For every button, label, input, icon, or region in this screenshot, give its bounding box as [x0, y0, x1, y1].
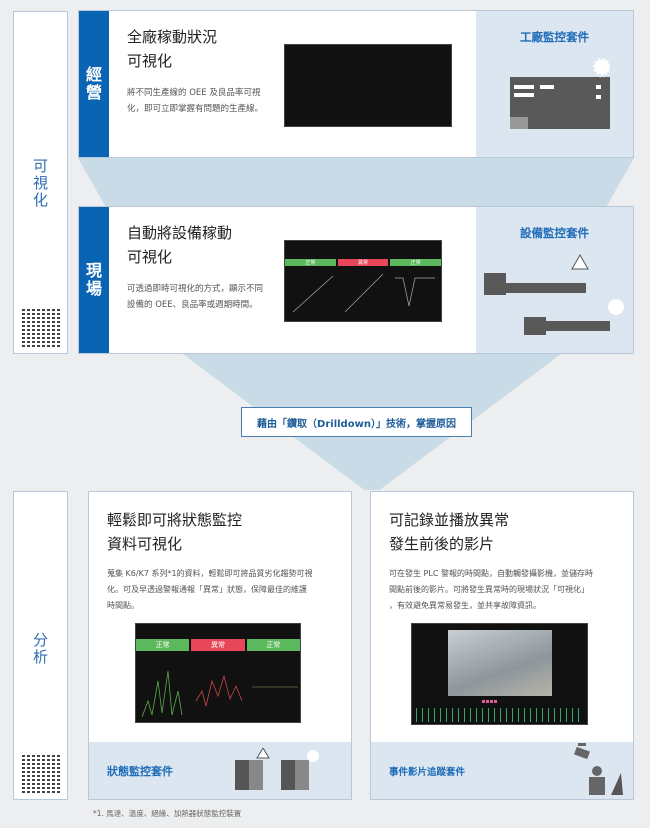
equipment-kit-panel[interactable]: 設備監控套件 — [476, 207, 633, 353]
field-card: 現場 自動將設備稼動 可視化 可透過即時可視化的方式，顯示不同 設備的 OEE、… — [78, 206, 634, 354]
playback-markers[interactable] — [482, 700, 498, 703]
drilldown-label: 藉由「鑽取（Drilldown）」技術，掌握原因 — [241, 407, 472, 437]
video-player-screenshot — [411, 623, 588, 725]
analysis-label: 分析 — [32, 631, 48, 666]
event-timeline[interactable] — [416, 708, 583, 722]
state-charts — [141, 670, 298, 718]
field-tag: 現場 — [79, 207, 109, 353]
state-kit-panel[interactable]: 狀態監控套件 — [89, 742, 351, 799]
factory-icon — [509, 56, 612, 129]
management-card: 經營 全廠稼動狀況 可視化 將不同生產線的 OEE 及良品率可視 化，即可立即掌… — [78, 10, 634, 158]
footnote: *1. 馬達、溫度、絕緣、加熱器狀態監控裝置 — [93, 809, 242, 818]
qr-code[interactable] — [22, 753, 62, 793]
factory-video-frame[interactable] — [448, 630, 552, 696]
qr-code[interactable] — [22, 307, 62, 347]
robot-line-icon — [483, 253, 624, 339]
card-title: 全廠稼動狀況 — [127, 28, 218, 46]
state-monitoring-card: 輕鬆即可將狀態監控 資料可視化 蒐集 K6/K7 系列*1的資料，輕鬆即可將品質… — [88, 491, 352, 800]
equipment-charts — [292, 273, 435, 313]
state-dashboard-screenshot: 正常 異常 正常 — [135, 623, 301, 723]
event-video-card: 可記錄並播放異常 發生前後的影片 可在發生 PLC 警報的時間點，自動觸發攝影機… — [370, 491, 634, 800]
factory-kit-panel[interactable]: 工廠監控套件 — [476, 11, 633, 157]
camera-operator-icon — [574, 743, 624, 795]
equipment-dashboard-screenshot: 正常 異常 正常 — [284, 240, 442, 322]
visualization-label: 可視化 — [32, 157, 48, 209]
monitoring-device-icon — [235, 748, 319, 790]
factory-dashboard-screenshot — [284, 44, 452, 127]
funnel-connector — [78, 158, 634, 207]
management-tag: 經營 — [79, 11, 109, 157]
visualization-side-box: 可視化 — [13, 11, 68, 354]
analysis-side-box: 分析 — [13, 491, 68, 800]
event-kit-panel[interactable]: 事件影片追蹤套件 — [371, 742, 633, 799]
